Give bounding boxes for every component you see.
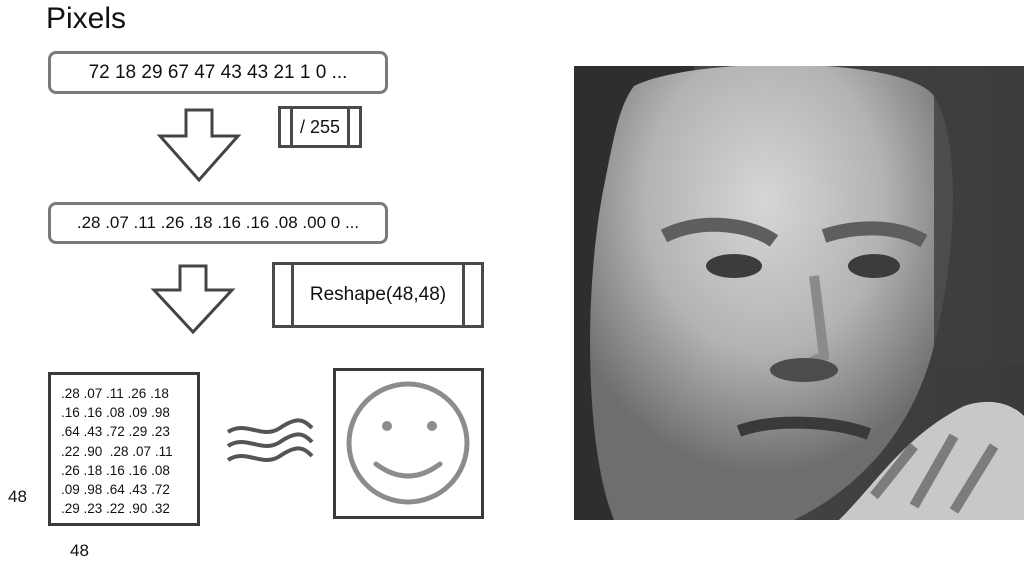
approx-equal-icon	[224, 418, 316, 474]
down-arrow-icon	[156, 108, 242, 184]
matrix-row: .16 .16 .08 .09 .98	[61, 405, 170, 421]
pixel-matrix: .28 .07 .11 .26 .18 .16 .16 .08 .09 .98 …	[48, 372, 200, 526]
normalized-row-box: .28 .07 .11 .26 .18 .16 .16 .08 .00 0 ..…	[48, 202, 388, 244]
smiley-face-icon	[346, 381, 470, 505]
pixels-row-text: 72 18 29 67 47 43 43 21 1 0 ...	[88, 61, 348, 83]
pixels-row-box: 72 18 29 67 47 43 43 21 1 0 ...	[48, 51, 388, 94]
matrix-row: .64 .43 .72 .29 .23	[61, 424, 170, 440]
matrix-row: .28 .07 .11 .26 .18	[61, 386, 169, 401]
grayscale-face-photo	[574, 66, 1024, 520]
matrix-row: .29 .23 .22 .90 .32	[61, 501, 170, 517]
matrix-row: .09 .98 .64 .43 .72	[61, 482, 170, 498]
matrix-rows-dimension: 48	[8, 487, 27, 506]
divide-operation-box: / 255	[278, 106, 362, 148]
divide-operation-label: / 255	[299, 116, 341, 137]
page-title: Pixels	[46, 2, 127, 35]
normalized-row-text: .28 .07 .11 .26 .18 .16 .16 .08 .00 0 ..…	[76, 213, 360, 232]
matrix-cols-dimension: 48	[70, 541, 89, 560]
reshape-operation-label: Reshape(48,48)	[309, 284, 447, 305]
down-arrow-icon	[150, 264, 236, 336]
smiley-face-box	[333, 368, 484, 519]
matrix-row: .26 .18 .16 .16 .08	[61, 462, 170, 478]
reshape-operation-box: Reshape(48,48)	[272, 262, 484, 328]
matrix-row: .22 .90 .28 .07 .11	[61, 443, 173, 459]
